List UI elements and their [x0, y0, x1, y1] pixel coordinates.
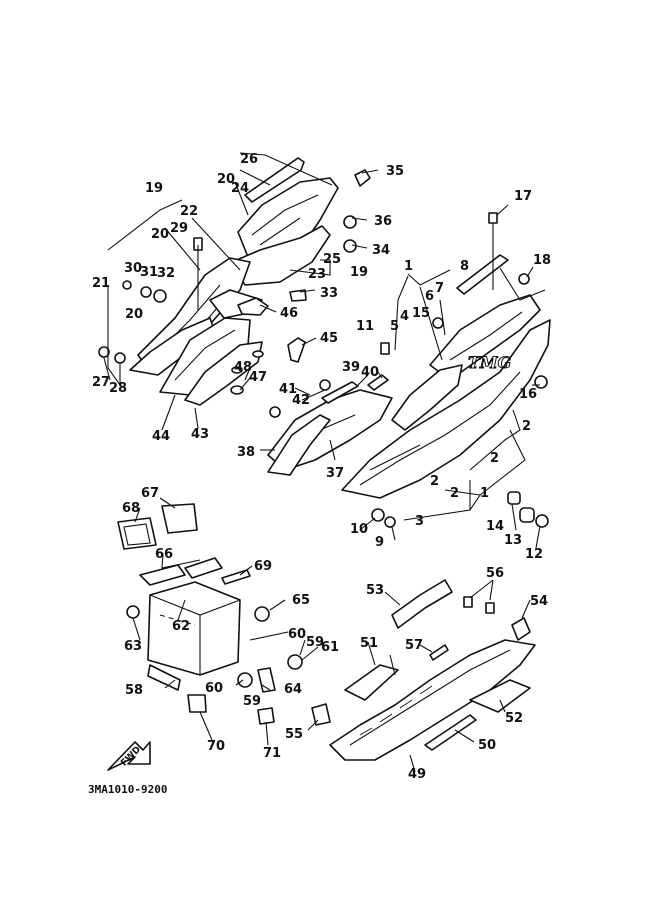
leader-lines — [103, 152, 546, 773]
callout-58: 58 — [125, 683, 143, 698]
callout-65: 65 — [292, 593, 310, 608]
callout-60: 60 — [288, 627, 306, 642]
callout-44: 44 — [152, 429, 170, 444]
callout-33: 33 — [320, 286, 338, 301]
callout-40: 40 — [361, 365, 379, 380]
callout-9: 9 — [375, 535, 384, 550]
callout-27: 27 — [92, 375, 110, 390]
callout-43: 43 — [191, 427, 209, 442]
callout-14: 14 — [486, 519, 504, 534]
callout-38: 38 — [237, 445, 255, 460]
callout-47: 47 — [249, 370, 267, 385]
callout-67: 67 — [141, 486, 159, 501]
callout-1b: 1 — [480, 486, 489, 501]
callout-63: 63 — [124, 639, 142, 654]
callout-51: 51 — [360, 636, 378, 651]
callout-4: 4 — [400, 309, 409, 324]
callout-19b: 19 — [350, 265, 368, 280]
callout-49: 49 — [408, 767, 426, 782]
callout-20c: 20 — [125, 307, 143, 322]
callout-31: 31 — [140, 265, 158, 280]
callout-34: 34 — [372, 243, 390, 258]
callout-71: 71 — [263, 746, 281, 761]
callout-24: 24 — [231, 181, 249, 196]
callout-41: 41 — [279, 382, 297, 397]
drawing-code: 3MA1010-9200 — [88, 783, 167, 796]
callout-19: 19 — [145, 181, 163, 196]
callout-2: 2 — [522, 419, 531, 434]
callout-2d: 2 — [430, 474, 439, 489]
callout-59b: 59 — [243, 694, 261, 709]
callout-61: 61 — [321, 640, 339, 655]
callout-18: 18 — [533, 253, 551, 268]
callout-60b: 60 — [205, 681, 223, 696]
callout-42: 42 — [292, 393, 310, 408]
callout-56: 56 — [486, 566, 504, 581]
callout-2c: 2 — [450, 486, 459, 501]
callout-45: 45 — [320, 331, 338, 346]
undertray-assembly — [311, 579, 536, 761]
callout-1: 1 — [404, 259, 413, 274]
callout-25: 25 — [323, 252, 341, 267]
callout-69: 69 — [254, 559, 272, 574]
callout-17: 17 — [514, 189, 532, 204]
callout-62: 62 — [172, 619, 190, 634]
callout-13: 13 — [504, 533, 522, 548]
callout-26: 26 — [240, 152, 258, 167]
callout-12: 12 — [525, 547, 543, 562]
callout-16: 16 — [519, 387, 537, 402]
callout-20b: 20 — [151, 227, 169, 242]
callout-37: 37 — [326, 466, 344, 481]
callout-48: 48 — [234, 360, 252, 375]
callout-66: 66 — [155, 547, 173, 562]
callout-39: 39 — [342, 360, 360, 375]
callout-labels: 1 1 2 2 2 2 3 4 5 6 7 8 9 10 11 12 13 14… — [92, 152, 551, 782]
callout-46: 46 — [280, 306, 298, 321]
electrical-box-assembly — [117, 503, 303, 725]
callout-5: 5 — [390, 319, 399, 334]
callout-20: 20 — [217, 172, 235, 187]
callout-54: 54 — [530, 594, 548, 609]
callout-15: 15 — [412, 306, 430, 321]
callout-10: 10 — [350, 522, 368, 537]
callout-8: 8 — [460, 259, 469, 274]
callout-23: 23 — [308, 267, 326, 282]
callout-22: 22 — [180, 204, 198, 219]
callout-21: 21 — [92, 276, 110, 291]
callout-11: 11 — [356, 319, 374, 334]
callout-50: 50 — [478, 738, 496, 753]
model-decal: TMG — [468, 353, 511, 372]
callout-28: 28 — [109, 381, 127, 396]
callout-6: 6 — [425, 289, 434, 304]
callout-57: 57 — [405, 638, 423, 653]
callout-3: 3 — [415, 514, 424, 529]
callout-52: 52 — [505, 711, 523, 726]
callout-68: 68 — [122, 501, 140, 516]
callout-30: 30 — [124, 261, 142, 276]
callout-29: 29 — [170, 221, 188, 236]
left-side-cover-assembly — [98, 157, 371, 406]
callout-64: 64 — [284, 682, 302, 697]
callout-55: 55 — [285, 727, 303, 742]
callout-70: 70 — [207, 739, 225, 754]
callout-7: 7 — [435, 281, 444, 296]
callout-2b: 2 — [490, 451, 499, 466]
callout-36: 36 — [374, 214, 392, 229]
callout-59: 59 — [306, 635, 324, 650]
callout-32: 32 — [157, 266, 175, 281]
fwd-arrow-icon: FWD — [107, 741, 151, 771]
callout-35: 35 — [386, 164, 404, 179]
callout-53: 53 — [366, 583, 384, 598]
